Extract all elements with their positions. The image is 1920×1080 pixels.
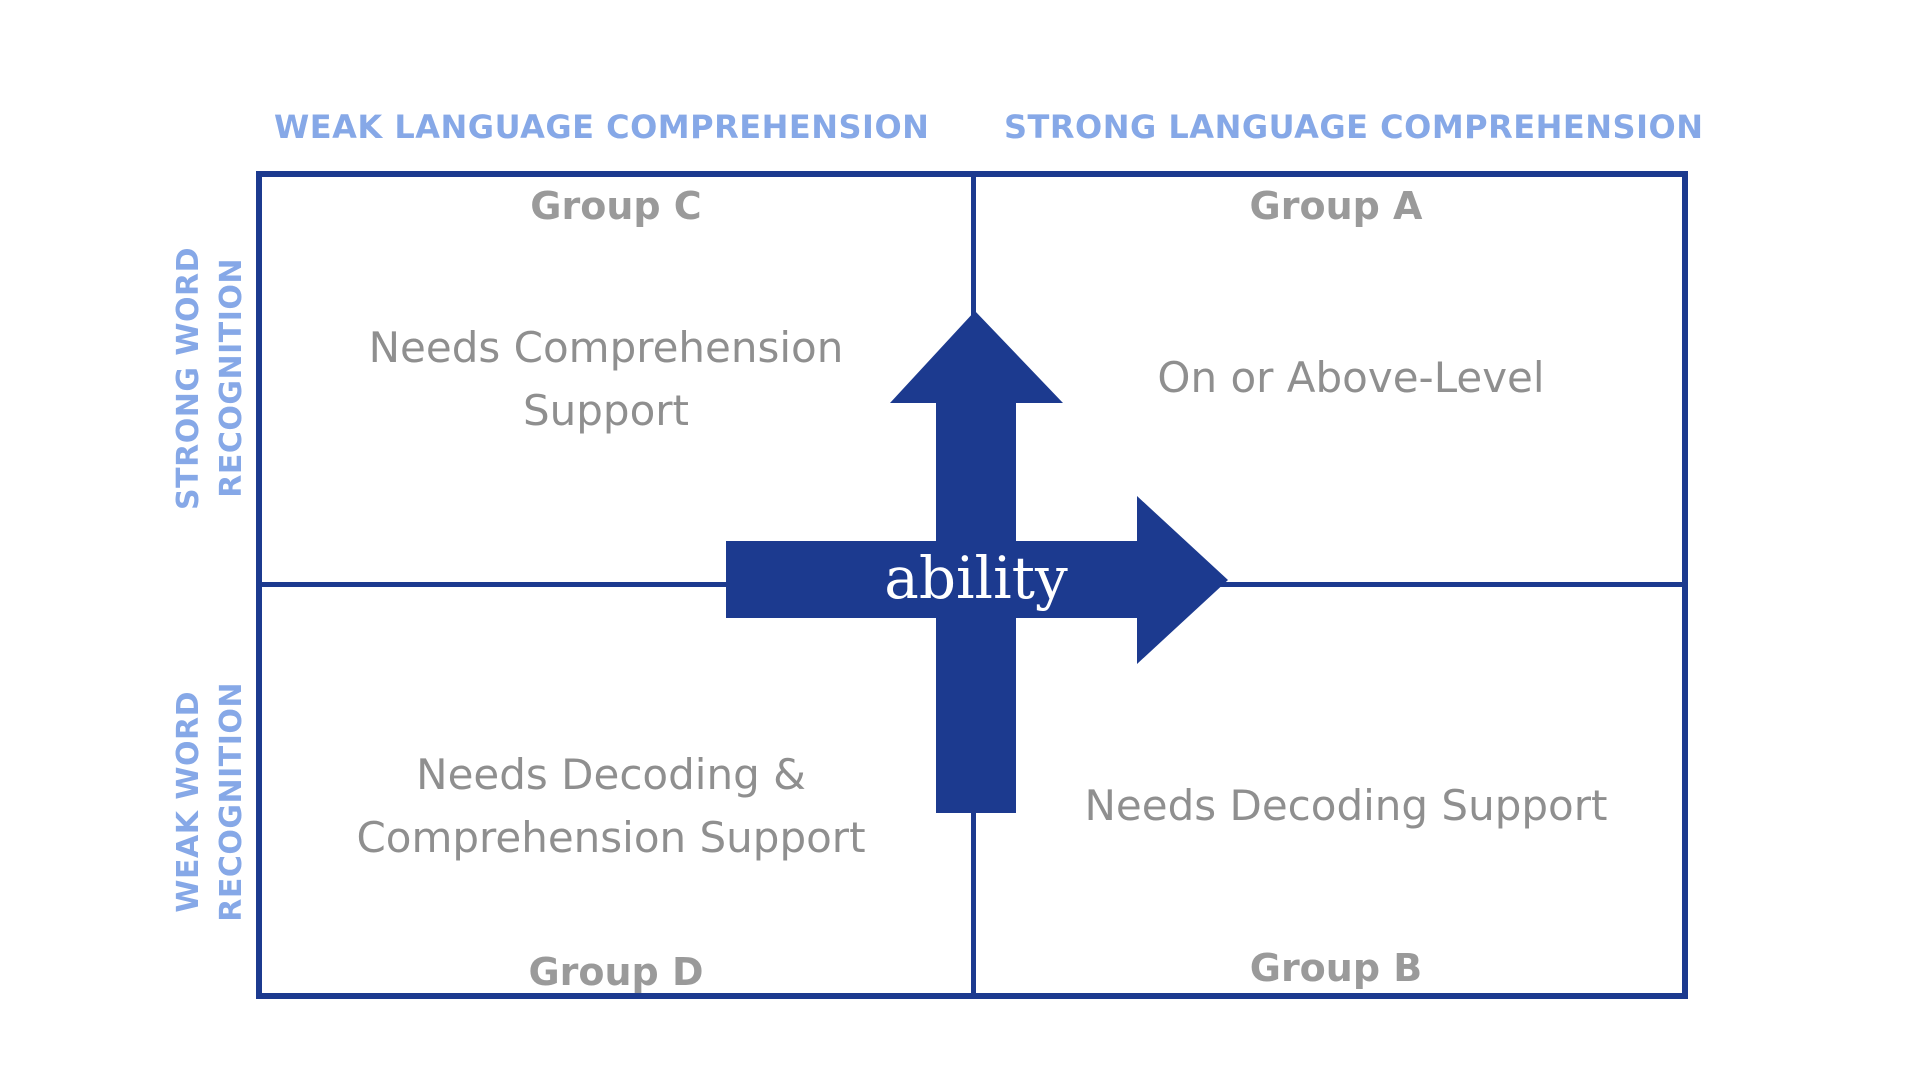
group-c-description-line2: Support [522,386,690,435]
column-header-weak-comprehension: WEAK LANGUAGE COMPREHENSION [274,108,930,146]
group-a-description-line1: On or Above-Level [1157,353,1545,402]
group-b-label: Group B [1249,946,1423,990]
arrow-right-icon [726,496,1228,664]
group-c-label: Group C [530,184,702,228]
group-d-description-line2: Comprehension Support [356,813,866,862]
group-d-label: Group D [528,950,704,994]
column-header-strong-comprehension: STRONG LANGUAGE COMPREHENSION [1004,108,1704,146]
group-b-description-line1: Needs Decoding Support [1084,781,1608,830]
group-b-description: Needs Decoding Support [1046,774,1646,837]
group-c-description: Needs Comprehension Support [306,316,906,442]
group-a-label: Group A [1249,184,1423,228]
group-d-description-line1: Needs Decoding & [416,750,806,799]
group-d-description: Needs Decoding & Comprehension Support [311,743,911,869]
ability-label: ability [884,544,1068,612]
group-a-description: On or Above-Level [1051,346,1651,409]
group-c-description-line1: Needs Comprehension [368,323,844,372]
